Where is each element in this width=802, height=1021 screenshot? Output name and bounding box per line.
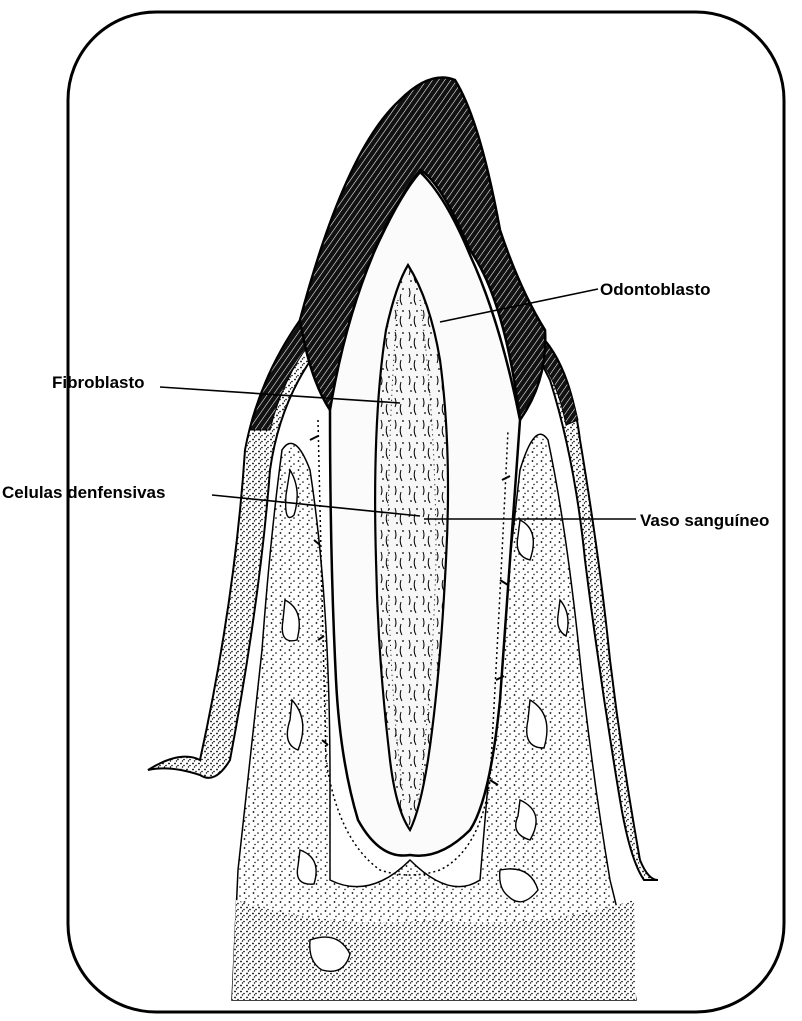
- label-odontoblasto: Odontoblasto: [600, 280, 710, 299]
- label-vaso-sanguineo: Vaso sanguíneo: [640, 511, 769, 530]
- label-fibroblasto: Fibroblasto: [52, 373, 145, 392]
- label-celulas-defensivas: Celulas denfensivas: [2, 483, 165, 502]
